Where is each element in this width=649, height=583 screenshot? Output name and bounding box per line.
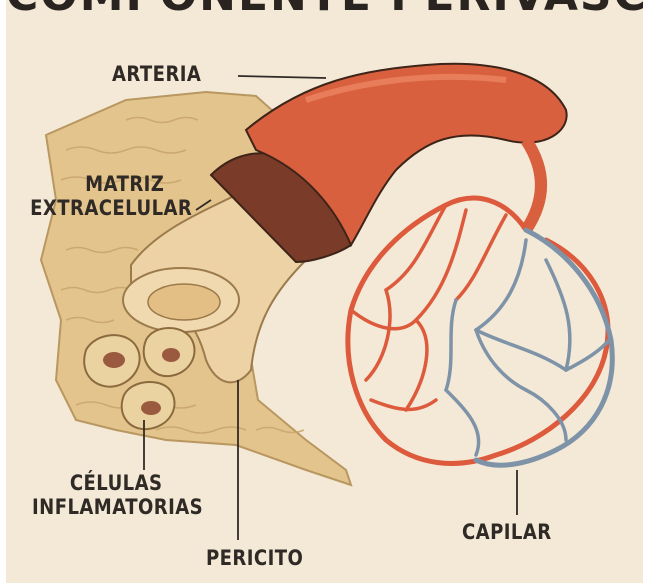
diagram-title: COMPONENTE PERIVASCULAR <box>6 0 643 21</box>
label-celulas-inflamatorias: CÉLULAS INFLAMATORIAS <box>32 471 203 519</box>
label-capilar: CAPILAR <box>462 520 552 544</box>
label-matriz-extracelular: MATRIZ EXTRACELULAR <box>30 172 192 220</box>
capillary-network <box>345 195 615 468</box>
label-matriz-line1: MATRIZ <box>85 172 165 196</box>
label-matriz-line2: EXTRACELULAR <box>30 196 193 220</box>
label-arteria: ARTERIA <box>112 62 202 86</box>
label-celulas-line1: CÉLULAS <box>69 471 163 495</box>
perivascular-illustration <box>39 62 615 540</box>
label-pericito: PERICITO <box>206 546 304 570</box>
leader-arteria <box>237 75 327 79</box>
leader-lines <box>143 75 518 540</box>
leader-matriz <box>195 199 212 211</box>
inflammatory-cells <box>83 327 196 431</box>
artery-vessel <box>209 62 568 264</box>
label-celulas-line2: INFLAMATORIAS <box>32 495 204 519</box>
vessel-cross-section <box>122 193 308 384</box>
diagram-canvas: COMPONENTE PERIVASCULAR ARTERIA MATRIZ E… <box>6 0 643 583</box>
